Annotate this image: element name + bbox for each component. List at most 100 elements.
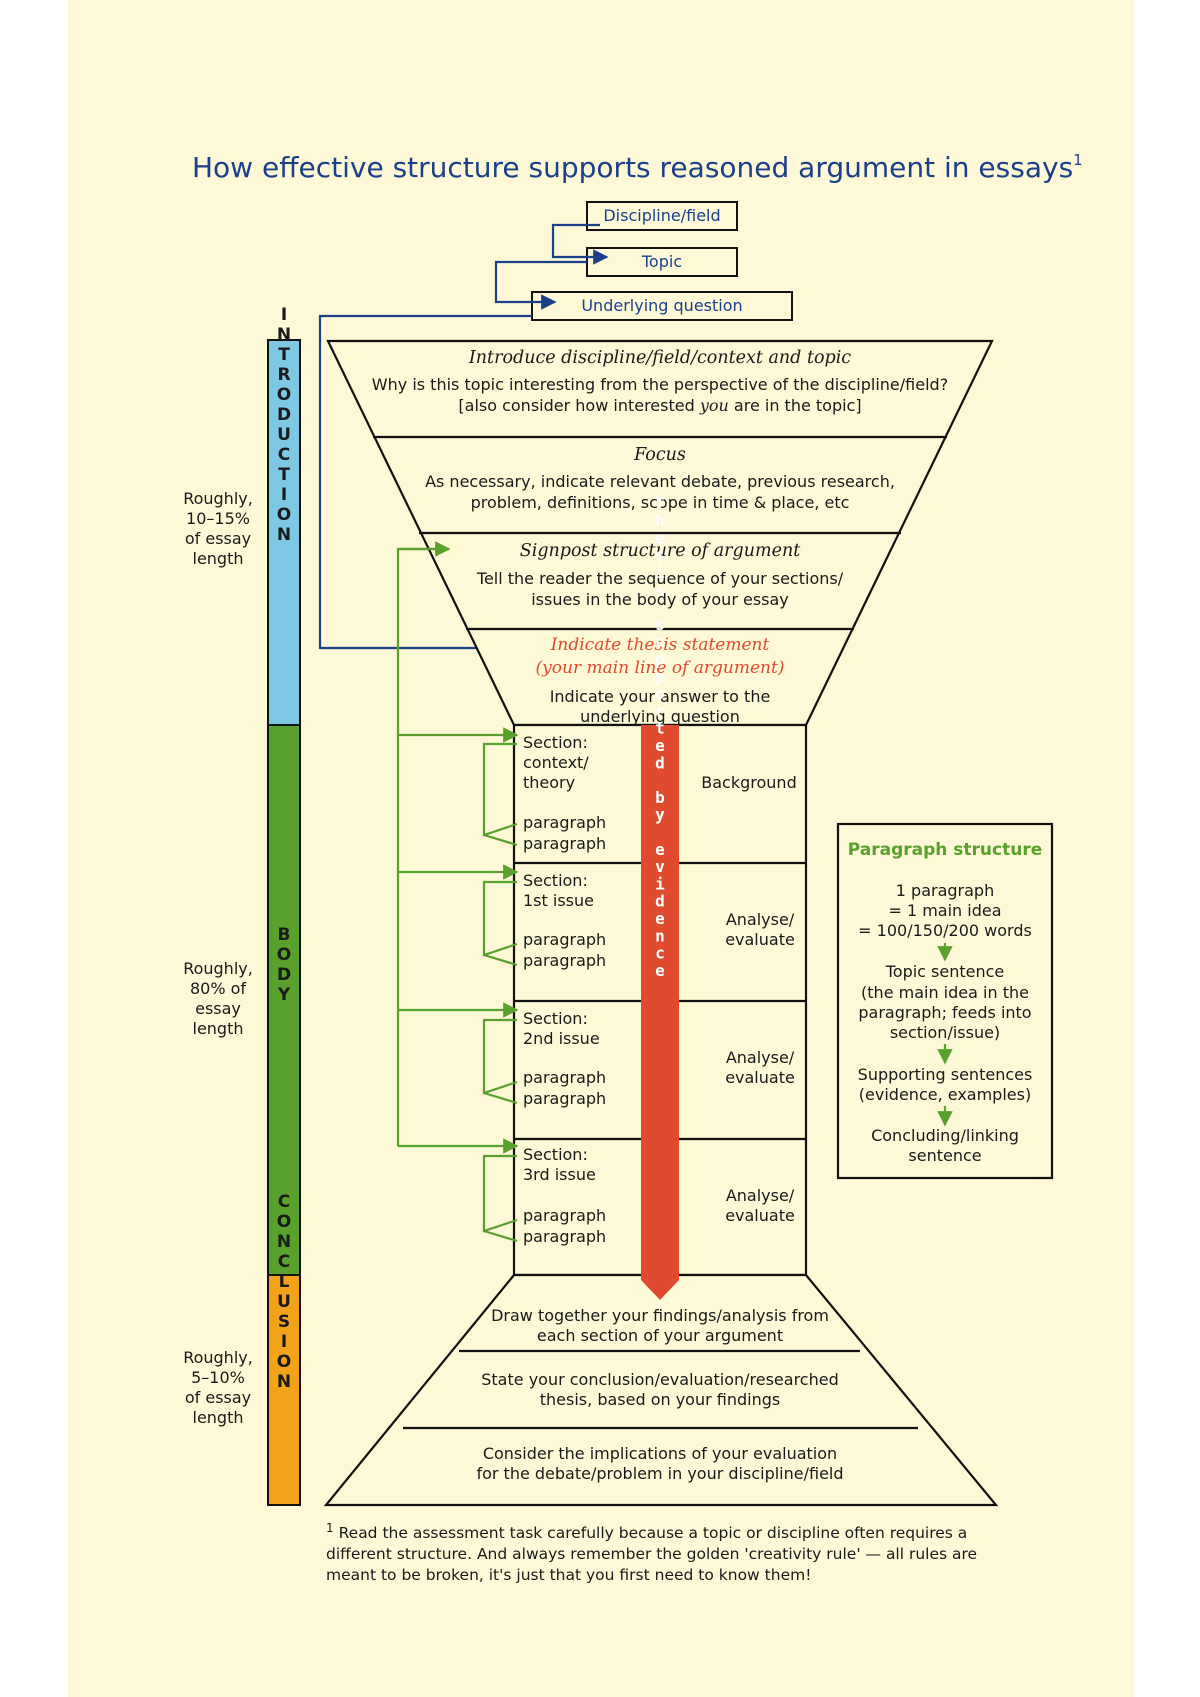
body-section-issue-3: Section: 3rd issue paragraph paragraph A… bbox=[523, 1145, 795, 1246]
footnote-text: Read the assessment task carefully becau… bbox=[326, 1524, 978, 1585]
svg-text:length: length bbox=[193, 1019, 244, 1038]
svg-text:Background: Background bbox=[701, 773, 796, 792]
svg-text:for the debate/problem in your: for the debate/problem in your disciplin… bbox=[476, 1464, 843, 1483]
svg-text:Roughly,: Roughly, bbox=[183, 1348, 253, 1367]
intro-focus-text: Focus As necessary, indicate relevant de… bbox=[425, 445, 895, 512]
svg-text:theory: theory bbox=[523, 773, 575, 792]
svg-text:essay: essay bbox=[195, 999, 241, 1018]
diagram-title: How effective structure supports reasone… bbox=[192, 151, 1083, 184]
svg-text:length: length bbox=[193, 549, 244, 568]
svg-text:evaluate: evaluate bbox=[725, 930, 795, 949]
svg-text:paragraph: paragraph bbox=[523, 1068, 606, 1087]
footnote: 1 Read the assessment task carefully bec… bbox=[326, 1518, 1016, 1586]
discipline-box: Discipline/field bbox=[586, 201, 738, 231]
svg-text:paragraph: paragraph bbox=[523, 834, 606, 853]
svg-text:evaluate: evaluate bbox=[725, 1206, 795, 1225]
topic-box: Topic bbox=[586, 247, 738, 277]
svg-text:context/: context/ bbox=[523, 753, 589, 772]
svg-text:INTRODUCTION: INTRODUCTION bbox=[274, 305, 294, 545]
svg-text:Draw together your findings/an: Draw together your findings/analysis fro… bbox=[491, 1306, 829, 1325]
svg-text:(evidence, examples): (evidence, examples) bbox=[859, 1085, 1031, 1104]
svg-text:Supporting sentences: Supporting sentences bbox=[858, 1065, 1033, 1084]
svg-text:Tell the reader the sequence o: Tell the reader the sequence of your sec… bbox=[476, 569, 844, 588]
svg-text:= 100/150/200 words: = 100/150/200 words bbox=[858, 921, 1032, 940]
intro-thesis-text: Indicate thesis statement (your main lin… bbox=[536, 635, 785, 726]
svg-text:issues in the body of your ess: issues in the body of your essay bbox=[531, 590, 789, 609]
body-section-issue-1: Section: 1st issue paragraph paragraph A… bbox=[523, 871, 795, 970]
svg-text:1 paragraph: 1 paragraph bbox=[896, 881, 994, 900]
svg-text:Discipline/field: Discipline/field bbox=[603, 206, 720, 225]
svg-text:Topic sentence: Topic sentence bbox=[885, 962, 1005, 981]
intro-funnel bbox=[326, 339, 994, 727]
svg-text:3rd issue: 3rd issue bbox=[523, 1165, 596, 1184]
svg-text:paragraph; feeds into: paragraph; feeds into bbox=[858, 1003, 1031, 1022]
side-note-body: Roughly, 80% of essay length bbox=[183, 959, 253, 1038]
side-bar-body: BODY bbox=[267, 724, 301, 1276]
svg-text:length: length bbox=[193, 1408, 244, 1427]
conclusion-implications-text: Consider the implications of your evalua… bbox=[476, 1444, 843, 1483]
svg-text:of essay: of essay bbox=[185, 1388, 251, 1407]
svg-text:State your conclusion/evaluati: State your conclusion/evaluation/researc… bbox=[481, 1370, 838, 1389]
paragraph-brackets bbox=[482, 742, 518, 1243]
svg-text:Analyse/: Analyse/ bbox=[726, 910, 795, 929]
svg-text:Roughly,: Roughly, bbox=[183, 959, 253, 978]
thesis-evidence-arrow: Thesis supported by evidence bbox=[641, 494, 679, 1300]
svg-text:Section:: Section: bbox=[523, 871, 588, 890]
svg-text:Section:: Section: bbox=[523, 733, 588, 752]
svg-text:paragraph: paragraph bbox=[523, 1089, 606, 1108]
svg-text:As necessary, indicate relevan: As necessary, indicate relevant debate, … bbox=[425, 472, 895, 491]
svg-text:paragraph: paragraph bbox=[523, 930, 606, 949]
blue-connector-arrows bbox=[318, 223, 609, 656]
svg-text:Analyse/: Analyse/ bbox=[726, 1048, 795, 1067]
conclusion-draw-together-text: Draw together your findings/analysis fro… bbox=[491, 1306, 829, 1345]
svg-text:paragraph: paragraph bbox=[523, 1206, 606, 1225]
svg-text:2nd issue: 2nd issue bbox=[523, 1029, 600, 1048]
svg-text:(the main idea in the: (the main idea in the bbox=[861, 983, 1029, 1002]
side-note-conclusion: Roughly, 5–10% of essay length bbox=[183, 1348, 253, 1427]
svg-text:Paragraph structure: Paragraph structure bbox=[848, 840, 1043, 860]
svg-text:Thesis supported by evidence: Thesis supported by evidence bbox=[651, 494, 670, 978]
conclusion-funnel bbox=[323, 1273, 999, 1507]
intro-introduce-text: Introduce discipline/field/context and t… bbox=[372, 348, 948, 415]
svg-text:paragraph: paragraph bbox=[523, 813, 606, 832]
svg-text:section/issue): section/issue) bbox=[890, 1023, 1000, 1042]
svg-text:BODY: BODY bbox=[274, 925, 294, 1005]
svg-text:(your main line of argument): (your main line of argument) bbox=[536, 658, 785, 678]
title-footnote-marker: 1 bbox=[1073, 151, 1083, 169]
body-section-issue-2: Section: 2nd issue paragraph paragraph A… bbox=[523, 1009, 795, 1108]
svg-text:evaluate: evaluate bbox=[725, 1068, 795, 1087]
svg-text:Section:: Section: bbox=[523, 1145, 588, 1164]
svg-text:paragraph: paragraph bbox=[523, 951, 606, 970]
svg-text:1st issue: 1st issue bbox=[523, 891, 594, 910]
svg-text:each section of your argument: each section of your argument bbox=[537, 1326, 783, 1345]
svg-text:Consider the implications of y: Consider the implications of your evalua… bbox=[483, 1444, 837, 1463]
svg-text:Section:: Section: bbox=[523, 1009, 588, 1028]
svg-text:5–10%: 5–10% bbox=[191, 1368, 245, 1387]
svg-text:Concluding/linking: Concluding/linking bbox=[871, 1126, 1019, 1145]
underlying-question-box: Underlying question bbox=[531, 291, 793, 321]
svg-text:Analyse/: Analyse/ bbox=[726, 1186, 795, 1205]
svg-text:[also consider how interested: [also consider how interested you are in… bbox=[458, 396, 861, 415]
paragraph-structure-box: Paragraph structure 1 paragraph = 1 main… bbox=[836, 822, 1054, 1180]
footnote-number: 1 bbox=[326, 1521, 334, 1535]
body-section-context: Section: context/ theory paragraph parag… bbox=[523, 733, 797, 853]
svg-text:Indicate thesis statement: Indicate thesis statement bbox=[550, 635, 770, 655]
svg-text:Focus: Focus bbox=[633, 445, 686, 465]
svg-text:80% of: 80% of bbox=[190, 979, 246, 998]
side-bar-introduction: INTRODUCTION bbox=[267, 305, 301, 726]
side-note-intro: Roughly, 10–15% of essay length bbox=[183, 489, 253, 568]
svg-text:= 1 main idea: = 1 main idea bbox=[888, 901, 1001, 920]
svg-text:Roughly,: Roughly, bbox=[183, 489, 253, 508]
svg-text:Signpost structure of argument: Signpost structure of argument bbox=[520, 541, 801, 561]
svg-text:Introduce discipline/field/con: Introduce discipline/field/context and t… bbox=[468, 348, 851, 368]
conclusion-state-text: State your conclusion/evaluation/researc… bbox=[481, 1370, 838, 1409]
svg-text:of essay: of essay bbox=[185, 529, 251, 548]
svg-text:CONCLUSION: CONCLUSION bbox=[274, 1192, 294, 1392]
svg-text:Indicate your answer to the: Indicate your answer to the bbox=[550, 687, 771, 706]
svg-text:paragraph: paragraph bbox=[523, 1227, 606, 1246]
svg-text:Underlying question: Underlying question bbox=[581, 296, 742, 315]
svg-text:Topic: Topic bbox=[641, 252, 682, 271]
signpost-connectors bbox=[396, 541, 519, 1154]
svg-text:10–15%: 10–15% bbox=[186, 509, 250, 528]
